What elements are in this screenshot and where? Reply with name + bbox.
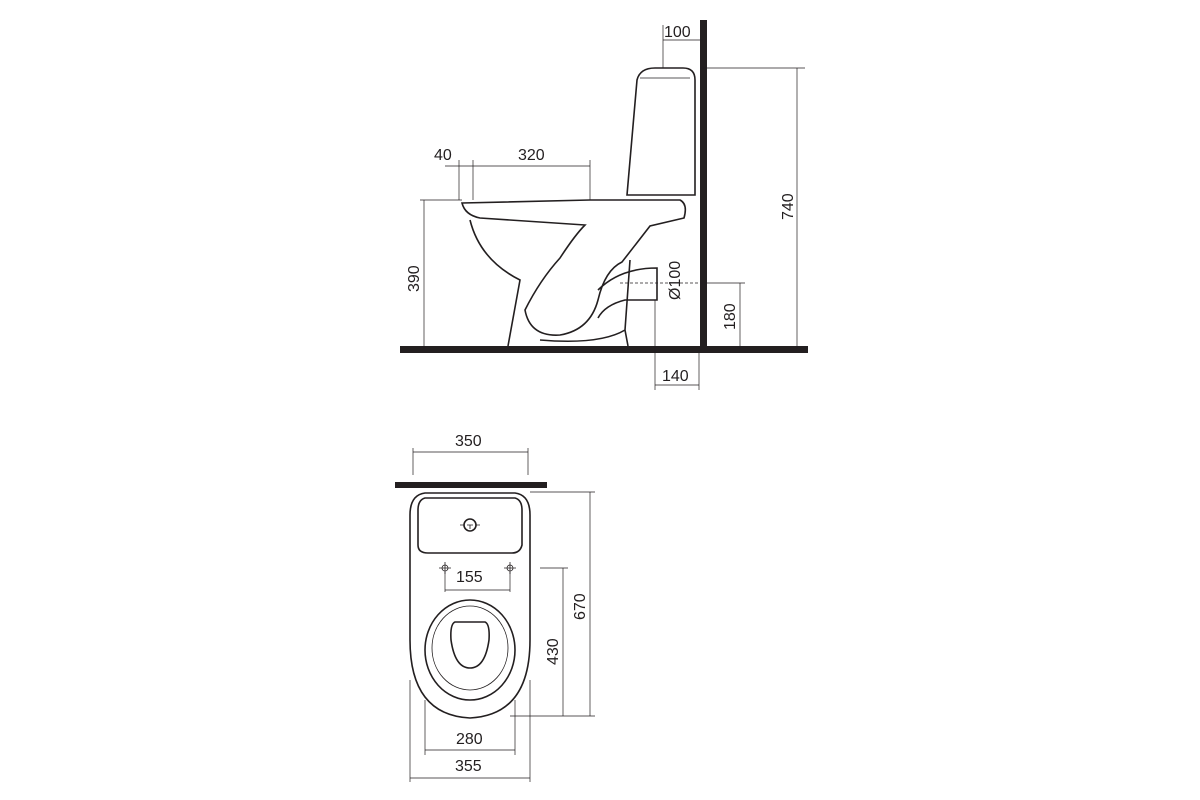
dim-outlet-height: 180 — [722, 303, 739, 330]
dim-outlet-diameter: Ø100 — [667, 261, 684, 300]
cistern — [626, 67, 696, 196]
dim-fixing-spacing: 155 — [456, 569, 483, 586]
outlet-pipe — [597, 267, 658, 319]
bowl-outline — [460, 199, 687, 336]
dim-total-height: 740 — [780, 193, 797, 220]
bowl-opening — [450, 621, 490, 669]
side-view: 100 740 40 320 390 Ø100 180 140 — [400, 20, 808, 390]
dim-bowl-depth: 430 — [545, 638, 562, 665]
dim-tank-width: 350 — [455, 433, 482, 450]
floor-line — [400, 346, 808, 353]
dim-rim-front: 40 — [434, 147, 452, 164]
top-view: 350 155 670 430 280 355 — [395, 433, 595, 782]
toilet-outline-top — [409, 492, 531, 719]
dim-total-depth: 670 — [572, 593, 589, 620]
dim-seat-inner-width: 280 — [456, 731, 483, 748]
dim-bowl-width: 355 — [455, 758, 482, 775]
wall-line — [700, 20, 707, 353]
wall-line-top — [395, 482, 547, 488]
dim-outlet-wall-distance: 140 — [662, 368, 689, 385]
dim-seat-height: 390 — [406, 265, 423, 292]
cistern-top — [417, 497, 523, 554]
dim-seat-length: 320 — [518, 147, 545, 164]
dim-tank-wall-offset: 100 — [664, 24, 691, 41]
seat-outer — [424, 599, 516, 701]
